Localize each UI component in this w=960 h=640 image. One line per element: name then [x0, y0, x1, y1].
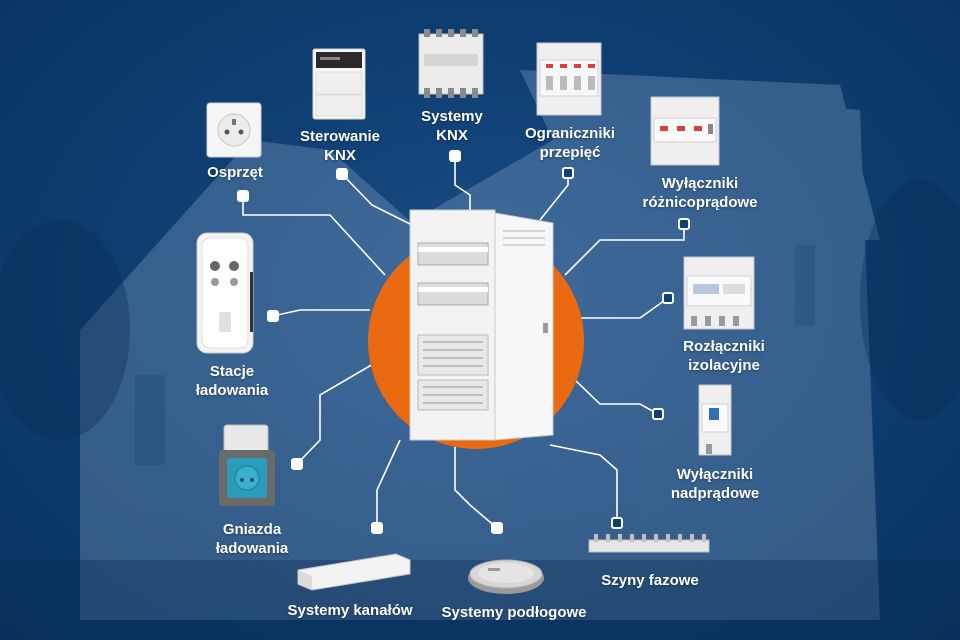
label-line: nadprądowe	[670, 485, 760, 502]
node-wylaczniki-roznicopradowe[interactable]	[678, 218, 690, 230]
label-stacje-ladowania[interactable]: Stacje ładowania	[180, 362, 284, 400]
floor-box-image[interactable]	[466, 548, 546, 596]
label-rozlaczniki[interactable]: Rozłączniki izolacyjne	[664, 337, 784, 375]
node-systemy-kanalow[interactable]	[371, 522, 383, 534]
connector-gniazda-ladowania	[296, 359, 381, 465]
label-line: Szyny fazowe	[601, 572, 699, 589]
connector-systemy-podlogowe	[454, 440, 498, 529]
label-wylaczniki-roznicopradowe[interactable]: Wyłączniki różnicoprądowe	[630, 174, 770, 212]
node-systemy-podlogowe[interactable]	[491, 522, 503, 534]
label-line: Ograniczniki	[524, 125, 616, 142]
label-line: Rozłączniki	[683, 338, 765, 355]
label-line: Osprzęt	[207, 164, 263, 181]
label-line: Systemy podłogowe	[441, 604, 587, 621]
connector-stacje-ladowania	[272, 309, 370, 317]
label-sterowanie-knx[interactable]: Sterowanie KNX	[290, 127, 390, 165]
label-systemy-kanalow[interactable]: Systemy kanałów	[278, 601, 422, 620]
label-line: Systemy	[421, 108, 483, 125]
connector-systemy-kanalow	[376, 439, 401, 528]
node-rozlaczniki[interactable]	[662, 292, 674, 304]
label-szyny-fazowe[interactable]: Szyny fazowe	[585, 571, 715, 590]
label-line: różnicoprądowe	[642, 194, 758, 211]
connector-osprzet	[242, 196, 386, 276]
charging-socket-image[interactable]	[218, 424, 276, 508]
label-line: Stacje	[209, 363, 255, 380]
connector-wylaczniki-nadpradowe	[574, 379, 659, 415]
charging-station-image[interactable]	[196, 232, 254, 354]
label-osprzet[interactable]: Osprzęt	[190, 163, 280, 182]
busbar-image[interactable]	[588, 532, 710, 560]
knx-module-image[interactable]	[418, 28, 484, 100]
mcb-breaker-image[interactable]	[698, 384, 732, 456]
label-line: Wyłączniki	[676, 466, 754, 483]
label-line: Gniazda	[222, 521, 282, 538]
distribution-box-image[interactable]	[405, 205, 560, 445]
node-szyny-fazowe[interactable]	[611, 517, 623, 529]
node-sterowanie-knx[interactable]	[336, 168, 348, 180]
surge-protector-image[interactable]	[536, 42, 602, 116]
label-line: KNX	[436, 127, 468, 144]
connector-rozlaczniki	[580, 297, 669, 319]
label-line: Wyłączniki	[661, 175, 739, 192]
label-line: ładowania	[195, 382, 269, 399]
label-line: KNX	[324, 147, 356, 164]
label-line: przepięć	[539, 144, 601, 161]
isolation-switch-image[interactable]	[683, 256, 755, 330]
node-wylaczniki-nadpradowe[interactable]	[652, 408, 664, 420]
cable-duct-image[interactable]	[296, 550, 412, 592]
connector-szyny-fazowe	[549, 444, 618, 523]
label-line: Systemy kanałów	[287, 602, 413, 619]
node-ograniczniki[interactable]	[562, 167, 574, 179]
socket-outlet-image[interactable]	[206, 102, 262, 158]
label-line: Sterowanie	[299, 128, 381, 145]
node-gniazda-ladowania[interactable]	[291, 458, 303, 470]
label-line: ładowania	[215, 540, 289, 557]
node-osprzet[interactable]	[237, 190, 249, 202]
label-gniazda-ladowania[interactable]: Gniazda ładowania	[200, 520, 304, 558]
connector-wylaczniki-roznicopradowe	[564, 224, 685, 276]
connector-systemy-knx	[454, 157, 471, 212]
label-line: izolacyjne	[688, 357, 760, 374]
label-systemy-knx[interactable]: Systemy KNX	[402, 107, 502, 145]
rcd-breaker-image[interactable]	[650, 96, 720, 166]
label-wylaczniki-nadpradowe[interactable]: Wyłączniki nadprądowe	[650, 465, 780, 503]
node-systemy-knx[interactable]	[449, 150, 461, 162]
node-stacje-ladowania[interactable]	[267, 310, 279, 322]
connector-sterowanie-knx	[341, 173, 413, 226]
knx-control-panel-image[interactable]	[312, 48, 366, 120]
label-ograniczniki[interactable]: Ograniczniki przepięć	[510, 124, 630, 162]
label-systemy-podlogowe[interactable]: Systemy podłogowe	[432, 603, 596, 622]
